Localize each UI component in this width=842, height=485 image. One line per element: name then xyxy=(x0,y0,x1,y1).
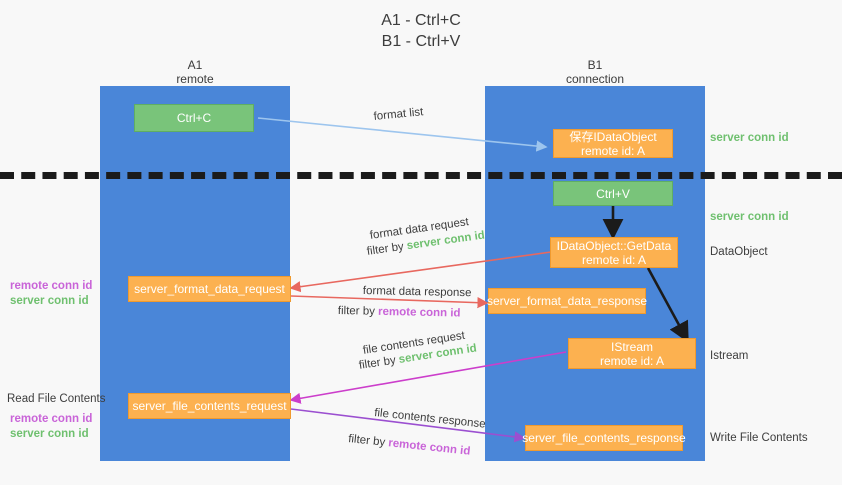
filter-prefix: filter by xyxy=(347,432,389,450)
right-label-server-conn-id-top: server conn id xyxy=(710,132,789,144)
page-title: A1 - Ctrl+C B1 - Ctrl+V xyxy=(0,10,842,52)
node-idataobject-getdata-line1: IDataObject::GetData xyxy=(556,238,672,253)
lane-header-a1: A1 remote xyxy=(100,58,290,86)
node-server-file-contents-response-label: server_file_contents_response xyxy=(522,431,686,445)
filter-value-remote-conn-id: remote conn id xyxy=(377,305,461,320)
node-server-format-data-response[interactable]: server_format_data_response xyxy=(486,288,648,314)
lane-b1-name: B1 xyxy=(587,58,603,72)
arrow-file-contents-response xyxy=(290,408,526,443)
right-label-server-conn-id-mid: server conn id xyxy=(710,211,789,223)
arrow-getdata-to-istream xyxy=(646,267,689,343)
lane-header-b1: B1 connection xyxy=(485,58,705,86)
node-save-idataobject[interactable]: 保存IDataObject remote id: A xyxy=(553,129,673,158)
right-label-dataobject: DataObject xyxy=(710,246,768,258)
title-line-1: A1 - Ctrl+C xyxy=(381,12,461,29)
left-label-remote-conn-id-2: remote conn id xyxy=(10,413,93,425)
left-label-server-conn-id-2: server conn id xyxy=(10,428,89,440)
node-ctrl-v-label: Ctrl+V xyxy=(596,186,630,201)
node-istream[interactable]: IStream remote id: A xyxy=(568,338,696,369)
left-label-read-file-contents: Read File Contents xyxy=(7,393,106,405)
node-server-format-data-response-label: server_format_data_response xyxy=(486,294,648,308)
node-server-file-contents-request[interactable]: server_file_contents_request xyxy=(128,393,291,419)
arrow-file-contents-request xyxy=(289,351,567,404)
left-label-remote-conn-id-1: remote conn id xyxy=(10,280,93,292)
left-label-server-conn-id-1: server conn id xyxy=(10,295,89,307)
node-server-file-contents-response[interactable]: server_file_contents_response xyxy=(522,425,686,451)
edge-label-format-data-response: format data response xyxy=(362,284,472,300)
lane-a1-subtitle: remote xyxy=(176,72,214,86)
arrow-format-data-response xyxy=(290,295,489,309)
node-server-format-data-request-label: server_format_data_request xyxy=(134,282,285,296)
lane-b1-subtitle: connection xyxy=(565,72,625,86)
node-istream-line1: IStream xyxy=(610,339,653,354)
node-ctrl-c[interactable]: Ctrl+C xyxy=(134,104,254,132)
node-server-format-data-request[interactable]: server_format_data_request xyxy=(128,276,291,302)
edge-label-format-data-response-filter: filter by remote conn id xyxy=(338,304,461,322)
node-save-idataobject-line1: 保存IDataObject xyxy=(569,129,657,144)
lane-a1-name: A1 xyxy=(187,58,203,72)
arrow-format-list xyxy=(257,117,548,152)
filter-prefix: filter by xyxy=(337,304,379,318)
right-label-write-file-contents: Write File Contents xyxy=(710,432,808,444)
node-save-idataobject-line2: remote id: A xyxy=(580,143,646,158)
arrow-format-data-request xyxy=(289,251,552,293)
node-istream-line2: remote id: A xyxy=(599,353,665,368)
node-server-file-contents-request-label: server_file_contents_request xyxy=(132,399,287,413)
node-ctrl-c-label: Ctrl+C xyxy=(176,111,212,125)
node-ctrl-v[interactable]: Ctrl+V xyxy=(553,181,673,206)
node-idataobject-getdata-line2: remote id: A xyxy=(581,252,647,267)
phase-divider xyxy=(0,172,842,179)
title-line-2: B1 - Ctrl+V xyxy=(381,33,461,50)
right-label-istream: Istream xyxy=(710,350,749,362)
node-idataobject-getdata[interactable]: IDataObject::GetData remote id: A xyxy=(550,237,678,268)
